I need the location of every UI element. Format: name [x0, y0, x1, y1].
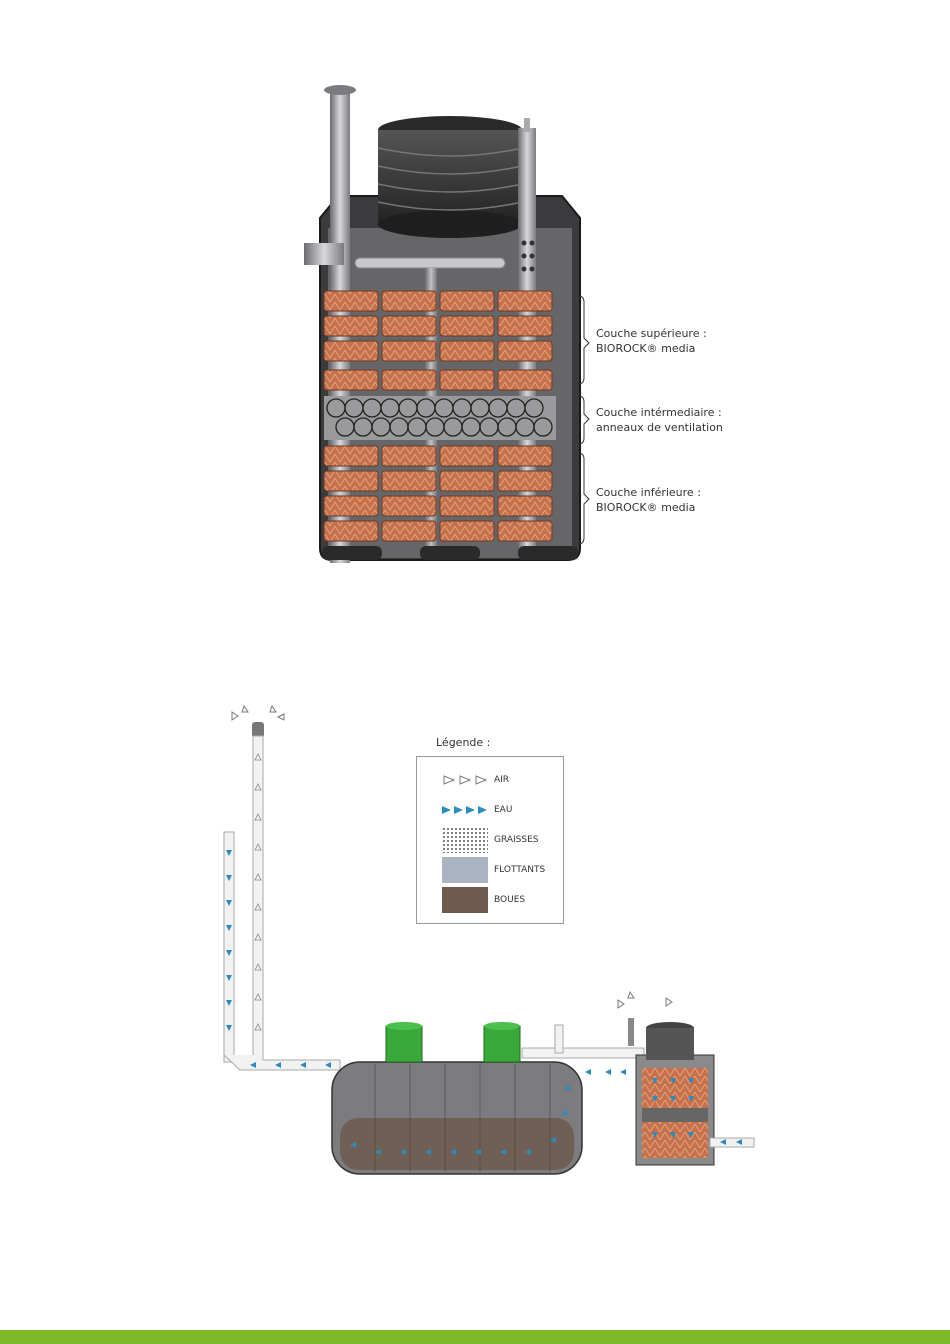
lower-layer-title: Couche inférieure :: [596, 485, 701, 500]
upper-layer-label: Couche supérieure : BIOROCK® media: [596, 326, 707, 356]
vent-cap-icon: [232, 706, 284, 738]
middle-layer-label: Couche intérmediaire : anneaux de ventil…: [596, 405, 723, 435]
upper-layer-desc: BIOROCK® media: [596, 341, 707, 356]
ventilation-rings-layer: [324, 396, 556, 440]
treatment-system-drawing: [200, 700, 760, 1190]
footer-bar: [0, 1330, 950, 1344]
filter-unit: [618, 992, 714, 1165]
biorock-unit-diagram: [300, 78, 600, 568]
lower-layer-label: Couche inférieure : BIOROCK® media: [596, 485, 701, 515]
middle-layer-title: Couche intérmediaire :: [596, 405, 723, 420]
treatment-system-diagram: [200, 700, 760, 1190]
upper-layer-title: Couche supérieure :: [596, 326, 707, 341]
middle-layer-desc: anneaux de ventilation: [596, 420, 723, 435]
biorock-unit-drawing: [300, 78, 600, 568]
lower-layer-desc: BIOROCK® media: [596, 500, 701, 515]
